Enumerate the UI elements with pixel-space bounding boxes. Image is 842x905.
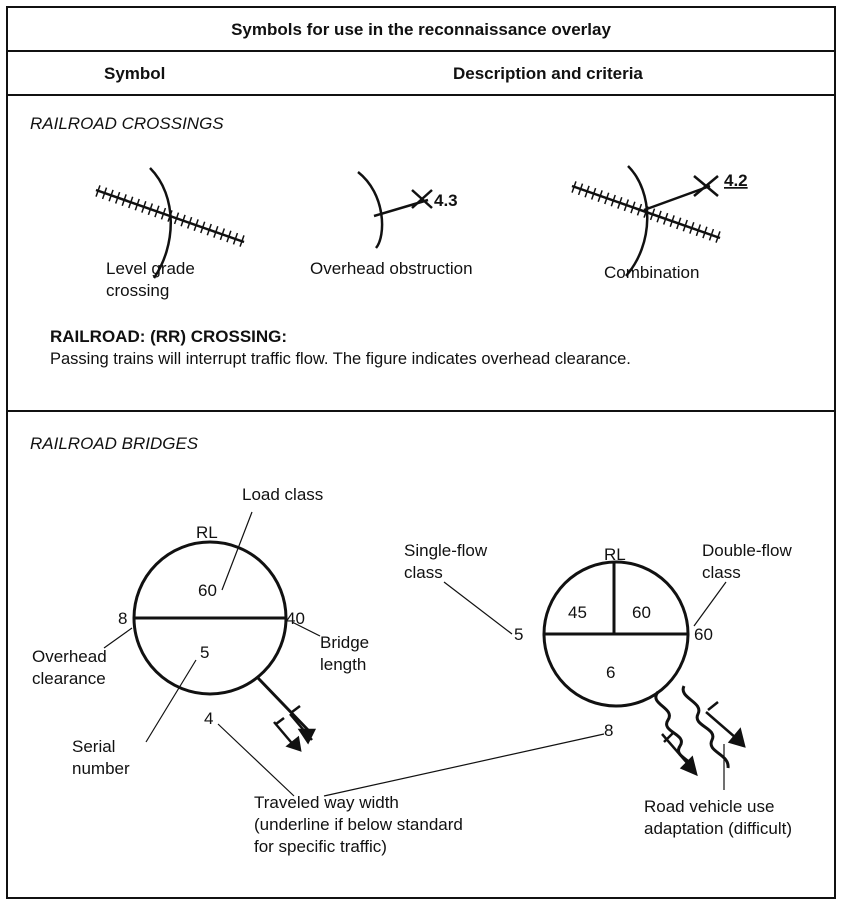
traffic-arrows-right bbox=[661, 701, 746, 777]
right-rl-text: RL bbox=[604, 545, 626, 564]
track-tick bbox=[219, 228, 226, 241]
track-tick bbox=[604, 192, 610, 205]
track-tick bbox=[669, 215, 675, 228]
railroad-bridges-section: RAILROAD BRIDGES bbox=[8, 412, 834, 899]
column-header-symbol: Symbol bbox=[104, 64, 166, 83]
track-tick bbox=[114, 191, 121, 204]
track-tick bbox=[682, 219, 688, 232]
track-tick bbox=[590, 187, 597, 200]
load-class-label: Load class bbox=[242, 485, 324, 504]
track-tick bbox=[232, 232, 239, 245]
column-header-description: Description and criteria bbox=[453, 64, 643, 83]
leader-lines-right bbox=[443, 581, 727, 790]
single-flow-label: Single-flow class bbox=[404, 541, 488, 582]
track-tick bbox=[121, 194, 127, 207]
track-tick bbox=[695, 224, 702, 237]
left-length-value: 40 bbox=[286, 609, 305, 628]
track-tick bbox=[141, 200, 147, 213]
track-tick bbox=[636, 203, 643, 216]
leader-lines-left bbox=[103, 511, 605, 797]
bridge-symbol-left bbox=[132, 540, 310, 732]
track-tick bbox=[128, 196, 134, 209]
road-vehicle-label: Road vehicle use adaptation (difficult) bbox=[644, 797, 793, 838]
crossing-symbols-graphic: 4.3 4.2 bbox=[95, 165, 748, 279]
track-tick bbox=[617, 196, 623, 209]
right-single-flow-cell: 45 bbox=[568, 603, 587, 622]
track-tick bbox=[95, 185, 101, 197]
railroad-crossings-section: RAILROAD CROSSINGS bbox=[8, 96, 834, 412]
right-single-flow-value: 5 bbox=[514, 625, 523, 644]
track-tick bbox=[226, 230, 232, 243]
table-title: Symbols for use in the reconnaissance ov… bbox=[8, 8, 834, 52]
bridge-symbols-graphic: RL 60 5 8 40 4 bbox=[103, 511, 746, 797]
left-rl-text: RL bbox=[196, 523, 218, 542]
serial-number-label: Serial number bbox=[72, 737, 130, 778]
right-double-flow-value: 60 bbox=[694, 625, 713, 644]
traveled-way-label: Traveled way width (underline if below s… bbox=[254, 793, 463, 856]
track-tick bbox=[571, 181, 577, 193]
track-tick bbox=[656, 210, 662, 223]
right-bottom-value: 6 bbox=[606, 663, 615, 682]
railroad-crossings-title: RAILROAD CROSSINGS bbox=[30, 114, 224, 133]
double-flow-label: Double-flow class bbox=[702, 541, 792, 582]
overhead-obstruction-symbol bbox=[357, 171, 433, 249]
track-tick bbox=[160, 207, 167, 220]
combination-symbol bbox=[571, 165, 721, 277]
left-width-value: 4 bbox=[204, 709, 213, 728]
bridge-length-label: Bridge length bbox=[320, 633, 370, 674]
track-tick bbox=[715, 231, 721, 243]
track-tick bbox=[689, 221, 695, 234]
right-width-value: 8 bbox=[604, 721, 613, 740]
combination-clearance-value: 4.2 bbox=[724, 171, 748, 190]
track-tick bbox=[708, 228, 715, 241]
track-tick bbox=[630, 201, 636, 214]
track-tick bbox=[213, 225, 219, 238]
track-tick bbox=[173, 212, 180, 225]
left-load-value: 60 bbox=[198, 581, 217, 600]
track-tick bbox=[676, 217, 682, 230]
track-tick bbox=[623, 199, 630, 212]
crossing-heading: RAILROAD: (RR) CROSSING: bbox=[50, 327, 288, 346]
track-tick bbox=[154, 205, 160, 218]
track-tick bbox=[134, 198, 140, 211]
level-grade-label: Level grade crossing bbox=[106, 259, 195, 300]
overhead-clearance-value: 4.3 bbox=[434, 191, 458, 210]
left-serial-value: 5 bbox=[200, 643, 209, 662]
overhead-clearance-label: Overhead clearance bbox=[32, 647, 107, 688]
track-tick bbox=[702, 226, 708, 239]
track-tick bbox=[186, 216, 193, 229]
track-tick bbox=[239, 235, 245, 247]
track-tick bbox=[108, 189, 114, 202]
crossing-description: Passing trains will interrupt traffic fl… bbox=[50, 350, 631, 368]
track-tick bbox=[577, 183, 584, 196]
track-tick bbox=[610, 194, 616, 207]
level-grade-crossing-symbol bbox=[95, 167, 245, 279]
track-tick bbox=[649, 208, 656, 221]
track-tick bbox=[200, 221, 206, 234]
bridge-symbol-right bbox=[542, 560, 730, 775]
symbols-table: Symbols for use in the reconnaissance ov… bbox=[6, 6, 836, 899]
overhead-obstruction-label: Overhead obstruction bbox=[310, 259, 473, 278]
combination-label: Combination bbox=[604, 263, 700, 282]
left-clearance-value: 8 bbox=[118, 609, 127, 628]
track-tick bbox=[193, 219, 199, 232]
track-tick bbox=[662, 212, 669, 225]
track-tick bbox=[180, 214, 186, 227]
right-double-flow-cell: 60 bbox=[632, 603, 651, 622]
track-tick bbox=[206, 223, 212, 236]
track-tick bbox=[584, 185, 590, 198]
table-header: Symbol Description and criteria bbox=[8, 52, 834, 96]
track-tick bbox=[597, 190, 603, 203]
railroad-bridges-title: RAILROAD BRIDGES bbox=[30, 434, 199, 453]
traffic-arrows-left bbox=[273, 705, 317, 752]
track-tick bbox=[101, 187, 108, 200]
track-tick bbox=[147, 203, 154, 216]
